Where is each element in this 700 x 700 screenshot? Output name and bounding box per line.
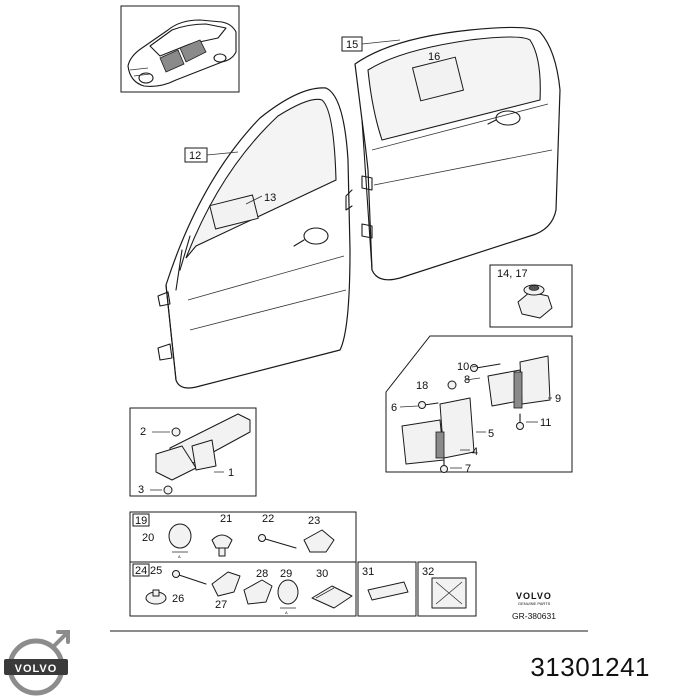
callout-16: 16 (428, 51, 440, 63)
dim-letter-29: A (285, 610, 288, 615)
callout-label-14-17: 14, 17 (497, 268, 528, 280)
callout-label-27: 27 (215, 599, 227, 611)
callout-label-32: 32 (422, 566, 434, 578)
callout-label-31: 31 (362, 566, 374, 578)
callout-15: 15 (341, 36, 401, 52)
callout-label-6: 6 (391, 402, 397, 414)
part-number: 31301241 (530, 652, 650, 682)
callout-label-5: 5 (488, 428, 494, 440)
group-24-box: 24 25 26 27 28 A 29 30 (129, 561, 357, 617)
reference-code: GR-380631 (512, 611, 556, 621)
callout-label-9: 9 (555, 393, 561, 405)
callout-label-8: 8 (464, 374, 470, 386)
callout-label-21: 21 (220, 513, 232, 525)
callout-label-28: 28 (256, 568, 268, 580)
rear-door (354, 26, 561, 281)
callout-label-25: 25 (150, 565, 162, 577)
callout-label-30: 30 (316, 568, 328, 580)
callout-label-12: 12 (189, 150, 201, 162)
hinge-detail-box: 10 8 18 6 9 11 5 4 7 (385, 335, 573, 475)
callout-label-15: 15 (346, 39, 358, 51)
brand-reference: VOLVO GENUINE PARTS GR-380631 (512, 591, 556, 621)
car-thumbnail (120, 5, 240, 93)
callout-label-16: 16 (428, 51, 440, 63)
callout-13: 13 (245, 192, 276, 205)
logo-text: VOLVO (15, 663, 58, 675)
callout-label-26: 26 (172, 593, 184, 605)
callout-label-19: 19 (135, 515, 147, 527)
callout-12: 12 (184, 147, 239, 163)
clip-box-14-17: 14, 17 (489, 264, 573, 328)
box-31: 31 (357, 561, 417, 617)
front-door (157, 87, 353, 389)
volvo-logo: VOLVO (4, 630, 70, 696)
dim-letter-20: A (178, 554, 181, 559)
callout-label-10: 10 (457, 361, 469, 373)
callout-label-2: 2 (140, 426, 146, 438)
callout-label-1: 1 (228, 467, 234, 479)
callout-label-13: 13 (264, 192, 276, 204)
group-19-box: 19 A 20 21 22 23 (129, 511, 357, 563)
callout-label-4: 4 (472, 446, 478, 458)
brand-small-sub: GENUINE PARTS (518, 601, 551, 606)
callout-label-3: 3 (138, 484, 144, 496)
callout-label-23: 23 (308, 515, 320, 527)
callout-label-24: 24 (135, 565, 147, 577)
callout-label-29: 29 (280, 568, 292, 580)
callout-label-7: 7 (465, 463, 471, 475)
door-check-box: 2 3 1 (129, 407, 257, 497)
callout-label-22: 22 (262, 513, 274, 525)
brand-small-text: VOLVO (516, 591, 552, 601)
callout-label-11: 11 (540, 417, 551, 429)
callout-label-20: 20 (142, 532, 154, 544)
box-32: 32 (417, 561, 477, 617)
callout-label-18: 18 (416, 380, 428, 392)
